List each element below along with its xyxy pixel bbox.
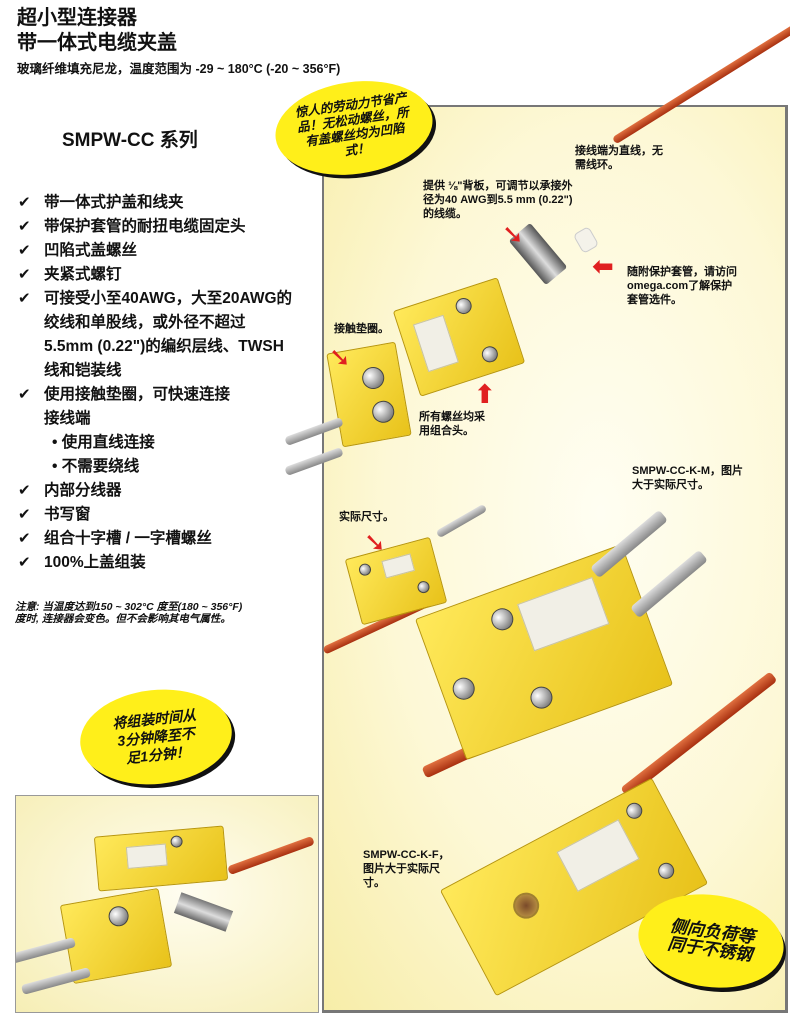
check-icon: ✔ <box>18 194 31 211</box>
pin-image <box>435 503 488 539</box>
sub-feature-item: • 使用直线连接 <box>52 434 155 451</box>
callout-screws: 所有螺丝均采用组合头。 <box>419 411 485 437</box>
check-icon: ✔ <box>18 506 31 523</box>
feature-item: ✔100%上盖组装 <box>18 551 308 575</box>
feature-list: ✔带一体式护盖和线夹 ✔带保护套管的耐扭电缆固定头 ✔凹陷式盖螺丝 ✔夹紧式螺钉… <box>18 191 308 575</box>
cover-image <box>93 825 229 892</box>
arrow-icon: ⬅ <box>592 251 614 281</box>
check-icon: ✔ <box>18 554 31 571</box>
arrow-icon: ⬆ <box>474 379 496 409</box>
cable-image <box>227 835 315 876</box>
backplate-image <box>173 892 234 932</box>
feature-item: ✔可接受小至40AWG，大至20AWG的绞线和单股线，或外径不超过5.5mm (… <box>18 287 293 383</box>
cover-image <box>392 277 526 397</box>
assembly-photo <box>15 795 319 1013</box>
assembly-time-bubble: 将组装时间从3分钟降至不足1分钟！ <box>75 682 237 792</box>
smpw-cc-k-m-image <box>414 543 674 761</box>
cable-image <box>611 15 790 145</box>
callout-actual-size: 实际尺寸。 <box>339 511 394 523</box>
check-icon: ✔ <box>18 290 31 307</box>
feature-item: ✔组合十字槽 / 一字槽螺丝 <box>18 527 308 551</box>
feature-item: ✔带保护套管的耐扭电缆固定头 <box>18 215 308 239</box>
check-icon: ✔ <box>18 218 31 235</box>
pin-image <box>630 549 708 619</box>
sub-feature-item: • 不需要绕线 <box>52 458 140 475</box>
check-icon: ✔ <box>18 386 31 403</box>
arrow-icon: ➘ <box>329 342 351 372</box>
feature-item: ✔夹紧式螺钉 <box>18 263 308 287</box>
callout-female-size: SMPW-CC-K-F，图片大于实际尺寸。 <box>363 849 450 889</box>
feature-item: ✔凹陷式盖螺丝 <box>18 239 308 263</box>
check-icon: ✔ <box>18 242 31 259</box>
temperature-note: 注意: 当温度达到150 ~ 302°C 度至(180 ~ 356°F) 度时,… <box>15 601 243 625</box>
arrow-icon: ➘ <box>364 527 386 557</box>
callout-sleeve: 随附保护套管，请访问omega.com了解保护套管选件。 <box>627 266 737 306</box>
sleeve-image <box>572 225 600 255</box>
callout-backplate: 提供 ⅛"背板，可调节以承接外径为40 AWG到5.5 mm (0.22")的线… <box>423 180 573 220</box>
callout-straight-terminal: 接线端为直线，无需线环。 <box>575 145 663 171</box>
check-icon: ✔ <box>18 530 31 547</box>
check-icon: ✔ <box>18 266 31 283</box>
check-icon: ✔ <box>18 482 31 499</box>
callout-washer: 接触垫圈。 <box>334 323 389 335</box>
arrow-icon: ➘ <box>502 219 524 249</box>
feature-item: ✔带一体式护盖和线夹 <box>18 191 308 215</box>
series-title: SMPW-CC 系列 <box>62 130 198 151</box>
product-panel: 接线端为直线，无需线环。 提供 ⅛"背板，可调节以承接外径为40 AWG到5.5… <box>284 15 790 1013</box>
page-title: 超小型连接器 带一体式电缆夹盖 <box>17 7 177 54</box>
feature-item: ✔内部分线器 <box>18 479 308 503</box>
page-subtitle: 玻璃纤维填充尼龙，温度范围为 -29 ~ 180°C (-20 ~ 356°F) <box>17 62 341 76</box>
feature-item: ✔使用接触垫圈，可快速连接接线端 <box>18 383 233 431</box>
callout-male-size: SMPW-CC-K-M，图片大于实际尺寸。 <box>632 465 743 491</box>
feature-item: ✔书写窗 <box>18 503 308 527</box>
